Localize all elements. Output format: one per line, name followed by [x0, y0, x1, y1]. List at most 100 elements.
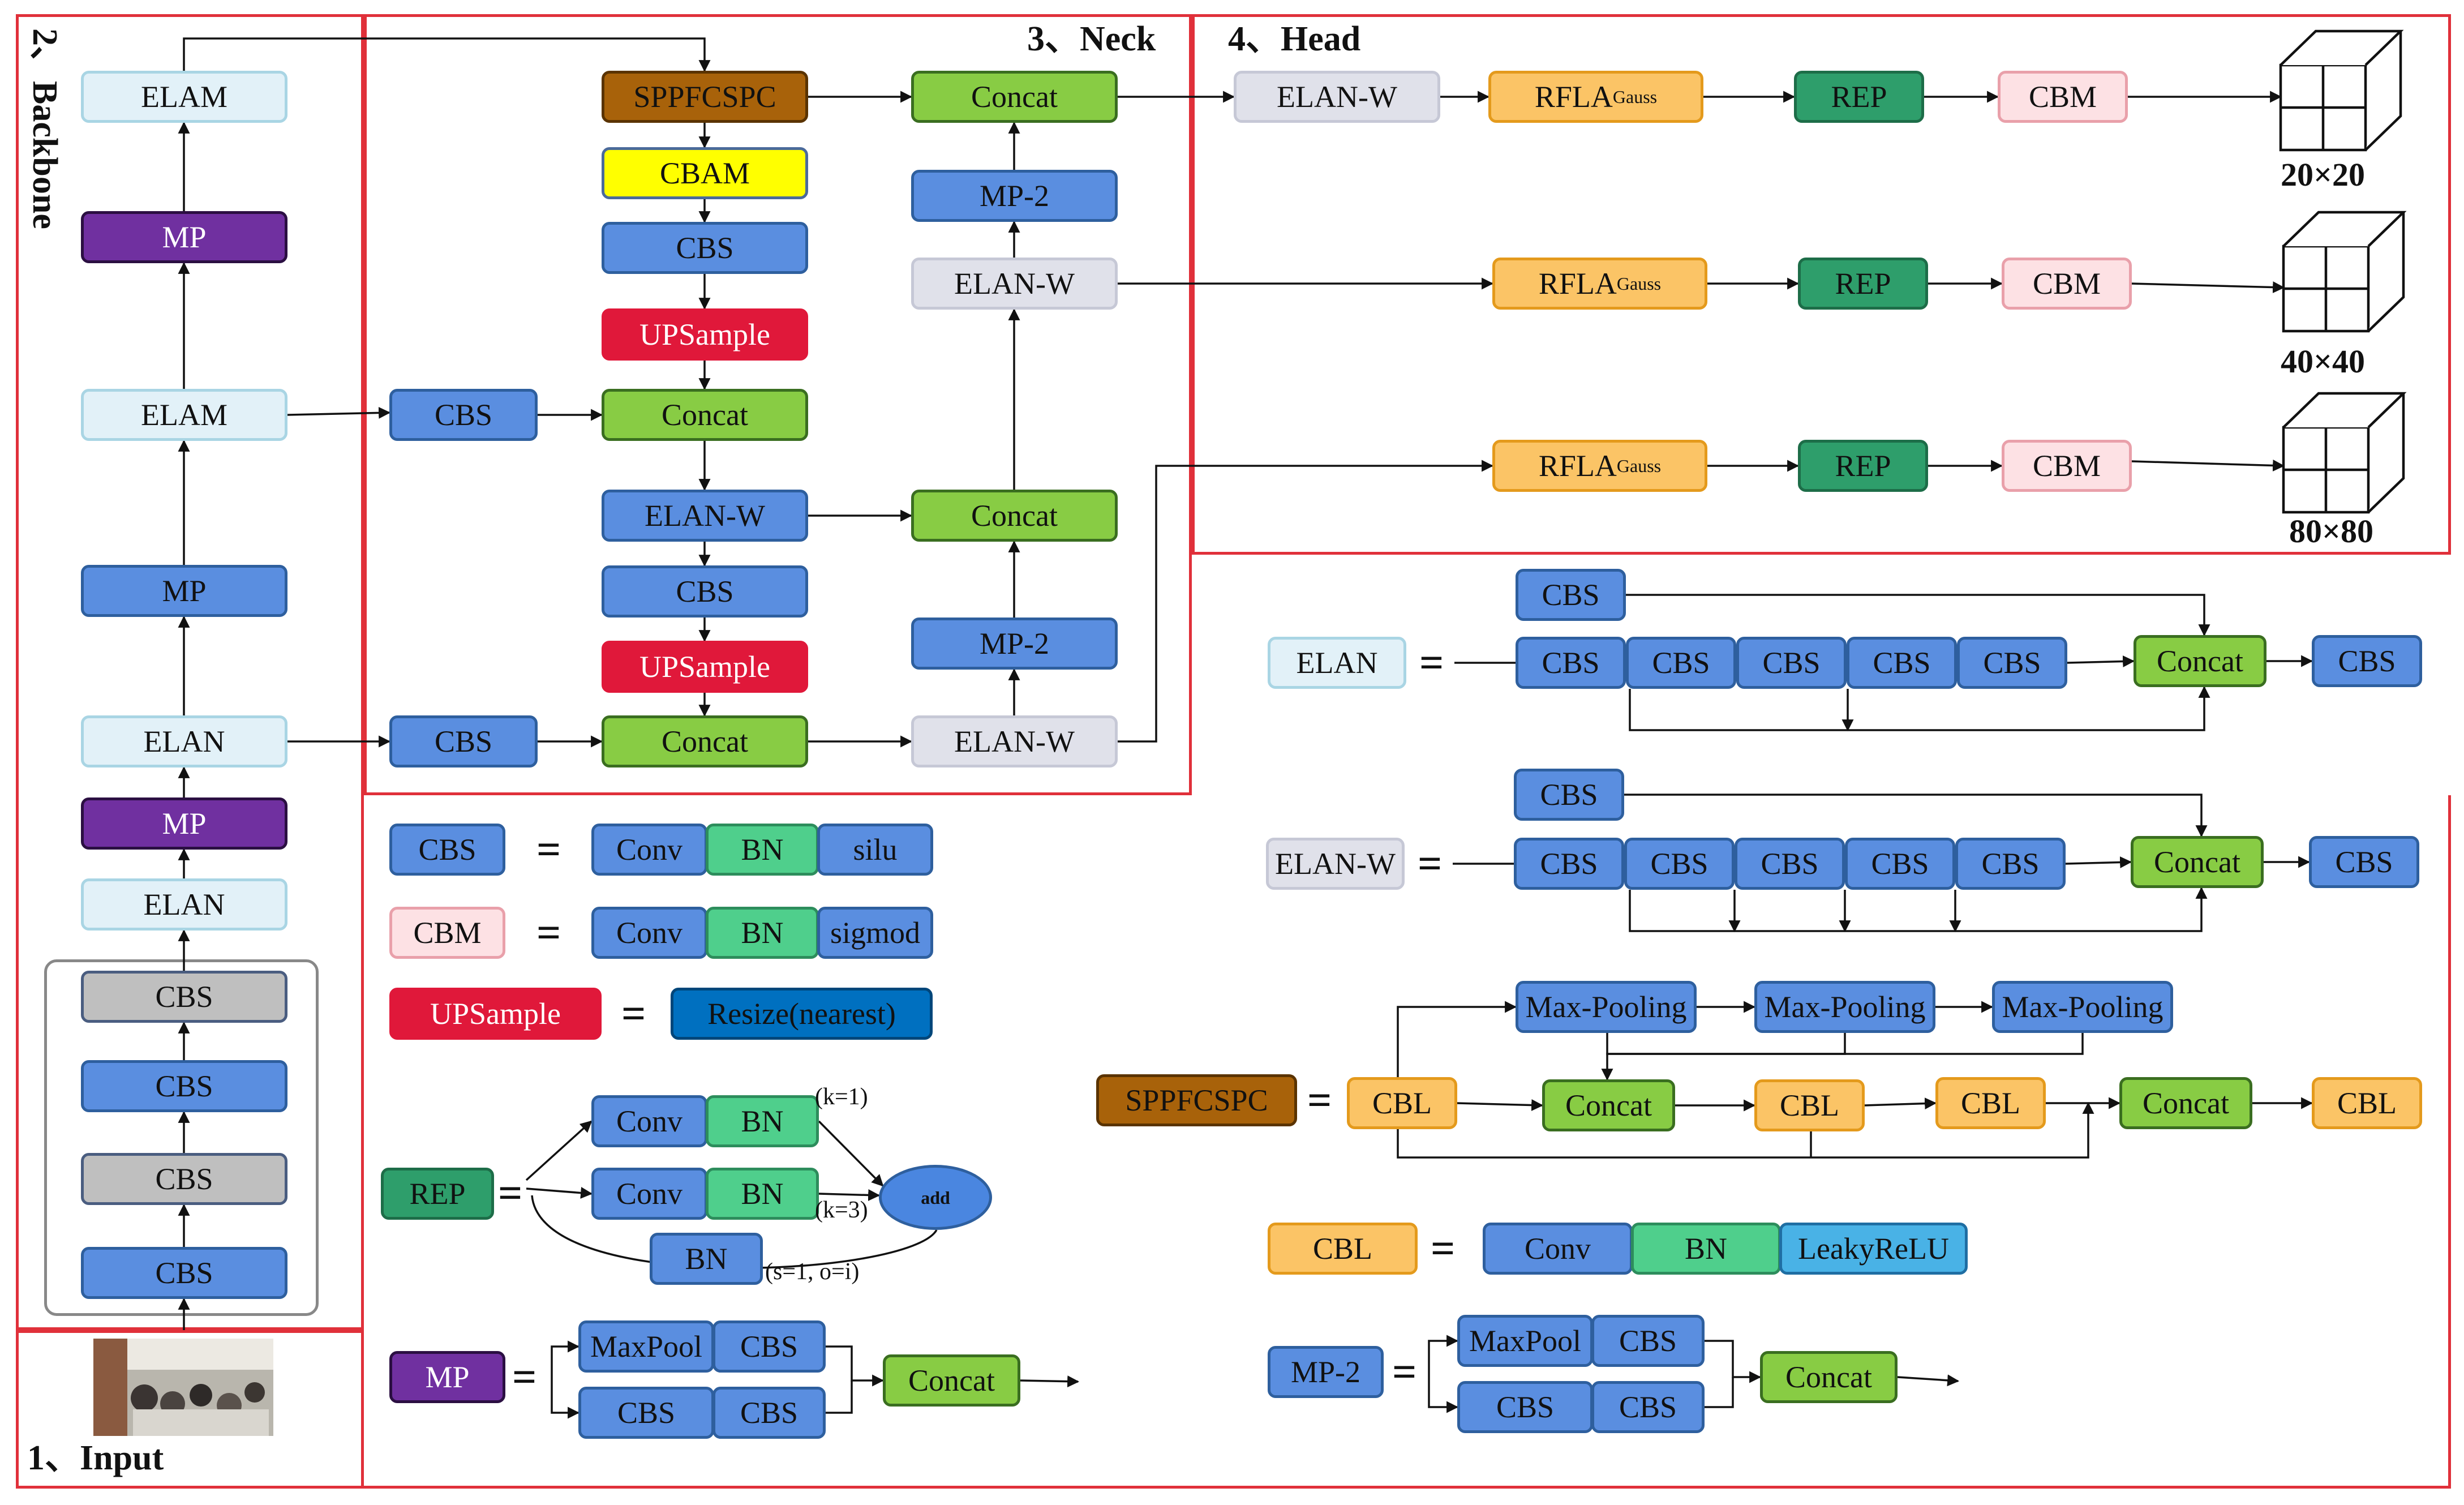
- rep-conv-1: Conv: [591, 1095, 707, 1147]
- legend-cbl-name: CBL: [1268, 1223, 1418, 1275]
- connector: [2065, 856, 2132, 868]
- backbone-elan-low: ELAN: [81, 878, 287, 931]
- backbone-frame: [16, 14, 364, 1330]
- output-cube-80: [2282, 392, 2407, 514]
- elan-cbs-4: CBS: [1847, 637, 1957, 689]
- mp-cbs-a: CBS: [712, 1320, 826, 1373]
- rep-sio-label: (s=1, o=i): [765, 1259, 860, 1285]
- neck-elanw-a: ELAN-W: [602, 490, 808, 542]
- equals-sign: =: [1392, 1348, 1417, 1396]
- connector: [1020, 1375, 1080, 1388]
- neck-cbs-b: CBS: [602, 565, 808, 618]
- backbone-cbs-4: CBS: [81, 1247, 287, 1299]
- sppf-maxpool-2: Max-Pooling: [1754, 981, 1935, 1033]
- rfla-subscript: Gauss: [1616, 273, 1662, 294]
- rep-k1-label: (k=1): [815, 1084, 868, 1110]
- neck-concat-a: Concat: [602, 389, 808, 441]
- neck-cbs-a: CBS: [602, 222, 808, 274]
- connector: [1705, 1377, 1734, 1408]
- neck-upsample-b: UPSample: [602, 641, 808, 693]
- neck-cbam: CBAM: [602, 147, 808, 199]
- neck-mp2-bottom: MP-2: [911, 618, 1118, 670]
- connector: [1626, 594, 2210, 637]
- connector: [1428, 1335, 1459, 1372]
- connector: [1457, 1099, 1544, 1111]
- legend-sppfcspc-name: SPPFCSPC: [1096, 1074, 1297, 1126]
- cbs-silu: silu: [817, 824, 933, 876]
- connector: [183, 37, 711, 72]
- neck-concat-mid: Concat: [911, 490, 1118, 542]
- legend-mp2-name: MP-2: [1268, 1346, 1384, 1398]
- legend-mp-name: MP: [389, 1351, 505, 1403]
- elanw-cbs-top: CBS: [1514, 769, 1624, 821]
- legend-upsample-name: UPSample: [389, 988, 602, 1040]
- connector: [287, 406, 391, 419]
- cbm-sigmod: sigmod: [817, 907, 933, 959]
- cbl-bn: BN: [1631, 1223, 1781, 1275]
- head-rep-1: REP: [1794, 71, 1924, 123]
- equals-sign: =: [536, 826, 561, 873]
- connector: [818, 1120, 884, 1187]
- stem-group-frame: [44, 959, 319, 1316]
- connector: [525, 1120, 593, 1181]
- cbs-bn: BN: [706, 824, 819, 876]
- connector: [826, 1380, 853, 1414]
- sppf-cbl-3: CBL: [1935, 1077, 2046, 1129]
- input-section-title: 1、Input: [27, 1439, 164, 1477]
- connector: [1397, 1101, 2094, 1159]
- elan-cbs-3: CBS: [1736, 637, 1847, 689]
- mp-concat: Concat: [883, 1354, 1020, 1407]
- sppf-concat-1: Concat: [1542, 1079, 1675, 1131]
- elanw-cbs-out: CBS: [2309, 836, 2419, 888]
- head-cbm-2: CBM: [2002, 258, 2132, 310]
- scale-label-40: 40×40: [2281, 343, 2366, 380]
- output-cube-20: [2279, 29, 2404, 152]
- legend-elan-name: ELAN: [1268, 637, 1406, 689]
- elanw-cbs-2: CBS: [1624, 838, 1735, 890]
- connector: [1629, 886, 2208, 932]
- mp-cbs-b: CBS: [578, 1387, 714, 1439]
- head-rep-3: REP: [1798, 440, 1928, 492]
- cbl-leakyrelu: LeakyReLU: [1779, 1223, 1968, 1275]
- backbone-cbs-1: CBS: [81, 971, 287, 1023]
- head-cbm-3: CBM: [2002, 440, 2132, 492]
- sppf-cbl-out: CBL: [2312, 1077, 2422, 1129]
- rep-bn-3: BN: [650, 1233, 763, 1285]
- elanw-cbs-4: CBS: [1845, 838, 1955, 890]
- backbone-elam-top: ELAM: [81, 71, 287, 123]
- connector: [1864, 1097, 1937, 1110]
- connector: [1118, 460, 1494, 743]
- neck-side-cbs-top: CBS: [389, 389, 538, 441]
- connector: [2067, 655, 2135, 667]
- elanw-cbs-5: CBS: [1955, 838, 2066, 890]
- scale-label-20: 20×20: [2281, 156, 2366, 193]
- connector: [2131, 459, 2285, 471]
- elan-cbs-5: CBS: [1957, 637, 2067, 689]
- legend-cbs-name: CBS: [389, 824, 505, 876]
- head-rep-2: REP: [1798, 258, 1928, 310]
- output-cube-40: [2282, 211, 2407, 333]
- outer-boundary: [364, 795, 2451, 1489]
- connector: [1705, 1340, 1762, 1383]
- equals-sign: =: [1431, 1225, 1456, 1272]
- connector: [1397, 1001, 1517, 1077]
- legend-elanw-name: ELAN-W: [1266, 838, 1405, 890]
- legend-cbm-name: CBM: [389, 907, 505, 959]
- neck-upsample-a: UPSample: [602, 308, 808, 361]
- backbone-mp-mid: MP: [81, 565, 287, 617]
- elan-cbs-2: CBS: [1626, 637, 1736, 689]
- elanw-cbs-1: CBS: [1514, 838, 1624, 890]
- cbm-conv: Conv: [591, 907, 707, 959]
- backbone-cbs-2: CBS: [81, 1060, 287, 1112]
- equals-sign: =: [1307, 1077, 1332, 1124]
- cbs-conv: Conv: [591, 824, 707, 876]
- connector: [526, 1187, 593, 1199]
- cbl-conv: Conv: [1483, 1223, 1633, 1275]
- equals-sign: =: [621, 990, 646, 1037]
- elanw-cbs-3: CBS: [1735, 838, 1845, 890]
- rfla-subscript: Gauss: [1616, 456, 1662, 476]
- neck-elanw-bottom: ELAN-W: [911, 715, 1118, 767]
